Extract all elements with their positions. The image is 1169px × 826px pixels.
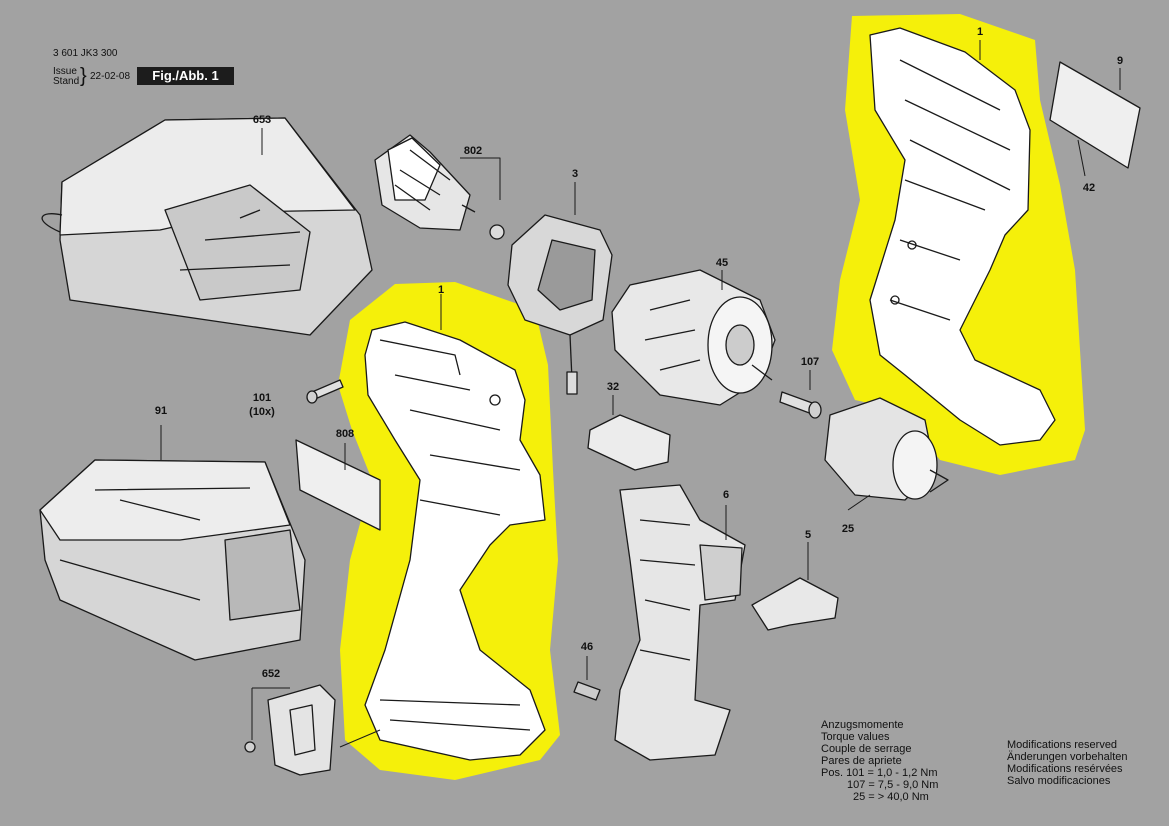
- motor-housing-3: [507, 214, 613, 395]
- housing-left-1: [364, 321, 546, 761]
- modifications-en: Modifications reserved: [1007, 739, 1118, 751]
- switch-plate-32: [587, 414, 671, 471]
- callout-653: 653: [252, 114, 272, 126]
- slider-5: [751, 577, 839, 631]
- spring-46: [573, 681, 601, 701]
- screw-101: [306, 379, 344, 404]
- issue-date: 22-02-08: [90, 71, 131, 82]
- callout-101-qty: (10x): [249, 406, 275, 418]
- callout-808: 808: [335, 428, 355, 440]
- modifications-es: Salvo modificaciones: [1007, 775, 1111, 787]
- torque-heading-de: Anzugsmomente: [821, 719, 904, 731]
- label-808: [295, 439, 381, 531]
- callout-91: 91: [154, 405, 168, 417]
- torque-pos-107: 107 = 7,5 - 9,0 Nm: [847, 779, 939, 791]
- armature-802: [374, 134, 505, 240]
- header-brace: }: [80, 65, 87, 87]
- torque-heading-es: Pares de apriete: [821, 755, 902, 767]
- callout-46: 46: [580, 641, 594, 653]
- part-number: 3 601 JK3 300: [53, 48, 118, 59]
- callout-1-right: 1: [976, 26, 984, 38]
- torque-heading-fr: Couple de serrage: [821, 743, 912, 755]
- leader-lines: [160, 40, 1121, 748]
- torque-pos-101: Pos. 101 = 1,0 - 1,2 Nm: [821, 767, 938, 779]
- modifications-fr: Modifications resérvées: [1007, 763, 1123, 775]
- label-9: [1049, 61, 1141, 169]
- torque-heading-en: Torque values: [821, 731, 890, 743]
- callout-45: 45: [715, 257, 729, 269]
- belt-clip-652: [244, 684, 336, 776]
- callout-1-left: 1: [437, 284, 445, 296]
- modifications-de: Änderungen vorbehalten: [1007, 751, 1128, 763]
- callout-9: 9: [1116, 55, 1124, 67]
- gearbox-45: [611, 269, 776, 406]
- callout-42: 42: [1082, 182, 1096, 194]
- torque-pos-25: 25 = > 40,0 Nm: [853, 791, 929, 803]
- callout-6: 6: [722, 489, 730, 501]
- housing-right-1: [869, 27, 1056, 446]
- battery-91: [39, 459, 306, 661]
- callout-101: 101: [252, 392, 272, 404]
- callout-32: 32: [606, 381, 620, 393]
- callout-25: 25: [841, 523, 855, 535]
- chuck-25: [824, 397, 949, 501]
- issue-label: Issue: [53, 66, 77, 77]
- callout-5: 5: [804, 529, 812, 541]
- charger-653: [41, 117, 373, 336]
- callout-652: 652: [261, 668, 281, 680]
- callout-107: 107: [800, 356, 820, 368]
- figure-label: Fig./Abb. 1: [137, 67, 234, 85]
- stand-label: Stand: [53, 76, 80, 87]
- callout-3: 3: [571, 168, 579, 180]
- callout-802: 802: [463, 145, 483, 157]
- switch-6: [614, 484, 746, 761]
- screw-107: [779, 391, 822, 419]
